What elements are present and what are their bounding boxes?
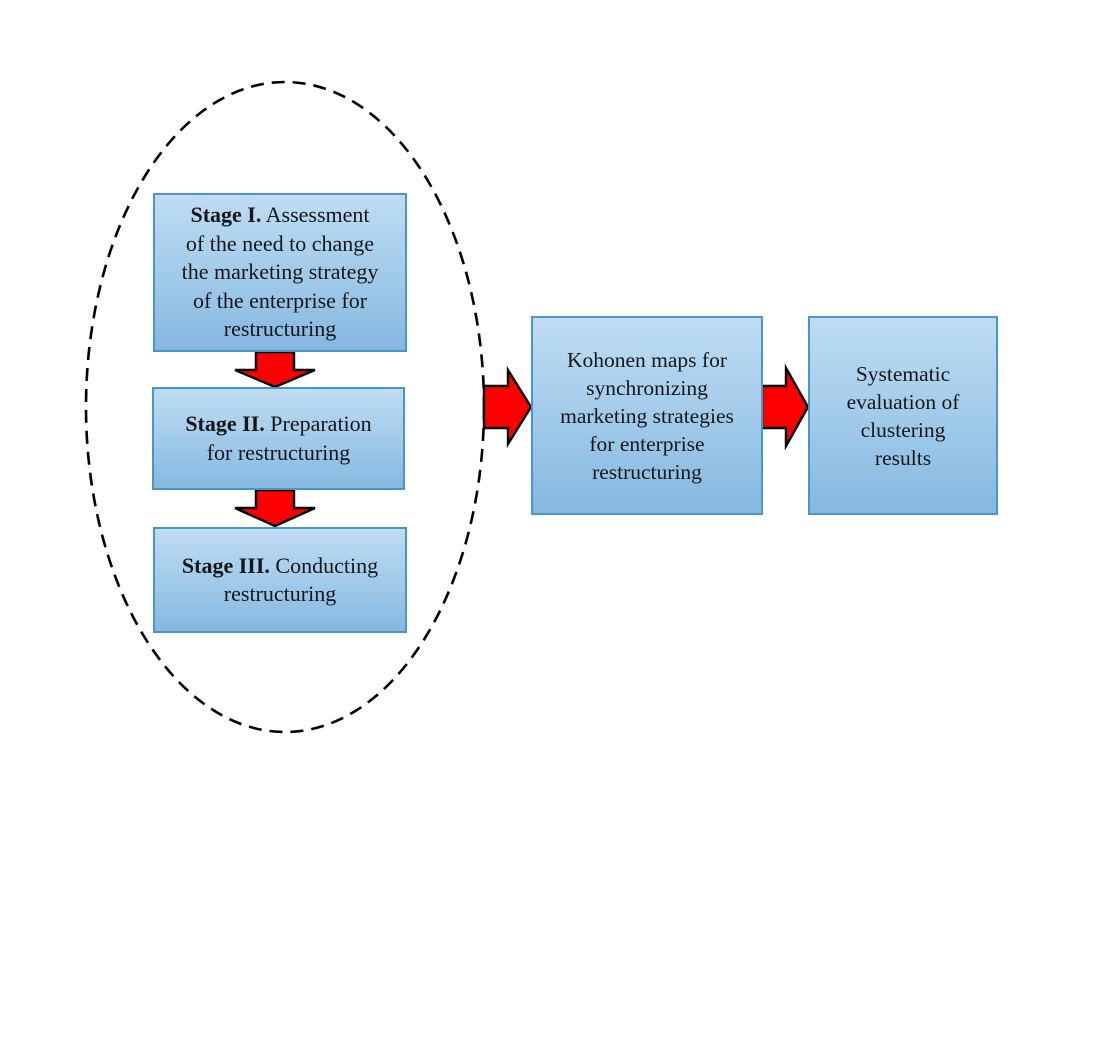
kohonen-maps-box: Kohonen maps for synchronizing marketing… xyxy=(531,316,763,515)
down-arrow-stage2-to-stage3 xyxy=(234,488,316,528)
down-arrow-stage1-to-stage2 xyxy=(234,350,316,389)
stage-2-text: Stage II. Preparation for restructuring xyxy=(181,408,375,469)
stage-2-description: Preparation for restructuring xyxy=(206,411,372,465)
stage-1-text: Stage I. Assessment of the need to chang… xyxy=(178,199,383,346)
stage-3-text: Stage III. Conducting restructuring xyxy=(178,550,382,611)
evaluation-text: Systematic evaluation of clustering resu… xyxy=(846,361,960,470)
stage-3-label: Stage III. xyxy=(181,552,270,578)
evaluation-box: Systematic evaluation of clustering resu… xyxy=(808,316,998,515)
stage-1-description: Assessment of the need to change the mar… xyxy=(181,202,379,342)
stage-3-box: Stage III. Conducting restructuring xyxy=(153,527,407,633)
stage-1-box: Stage I. Assessment of the need to chang… xyxy=(153,193,407,352)
stage-2-label: Stage II. xyxy=(185,411,265,436)
kohonen-maps-text: Kohonen maps for synchronizing marketing… xyxy=(560,347,734,484)
right-arrow-ellipse-to-kohonen xyxy=(482,365,533,449)
stage-1-label: Stage I. xyxy=(190,202,262,228)
stage-3-description: Conducting restructuring xyxy=(223,552,379,607)
right-arrow-kohonen-to-evaluation xyxy=(760,363,810,451)
stage-2-box: Stage II. Preparation for restructuring xyxy=(152,387,405,490)
